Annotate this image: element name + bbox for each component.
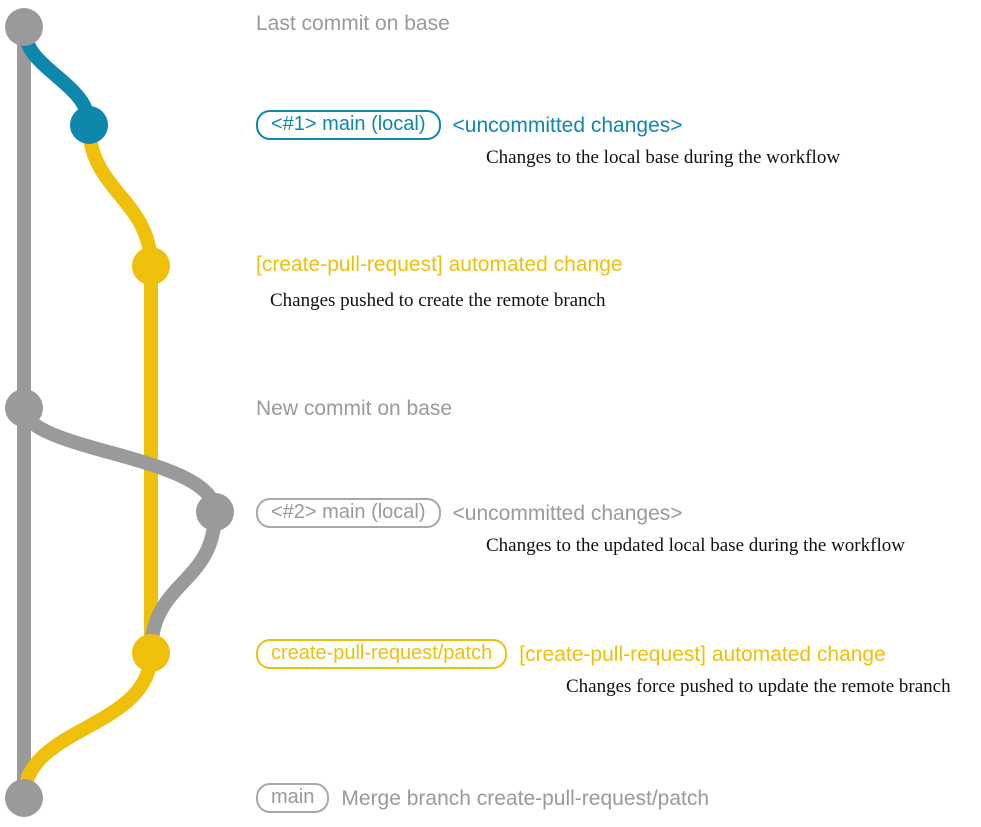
row-remote-commit-1: [create-pull-request] automated change (256, 254, 623, 275)
remote-commit-1-node[interactable] (132, 247, 170, 285)
branch-pill-main-local-2[interactable]: <#2> main (local) (256, 498, 441, 528)
row-remote-commit-2: create-pull-request/patch [create-pull-r… (256, 639, 886, 669)
branch-pill-main[interactable]: main (256, 783, 330, 813)
row-subtext-local-commit-2: Changes to the updated local base during… (486, 535, 905, 556)
row-new-commit-on-base: New commit on base (256, 398, 452, 419)
row-subtext-remote-commit-2: Changes force pushed to update the remot… (566, 676, 951, 697)
row-headline: <uncommitted changes> (452, 113, 683, 137)
row-headline: [create-pull-request] automated change (256, 253, 623, 276)
branch-pill-create-pull-request-patch[interactable]: create-pull-request/patch (256, 639, 508, 669)
new-commit-on-base-node[interactable] (5, 389, 43, 427)
local-commit-2-node[interactable] (196, 493, 234, 531)
row-local-commit-1: <#1> main (local) <uncommitted changes> (256, 110, 683, 140)
row-last-commit-on-base: Last commit on base (256, 13, 450, 34)
row-headline: Last commit on base (256, 12, 450, 35)
row-headline: [create-pull-request] automated change (519, 642, 886, 666)
row-subtext-remote-commit-1: Changes pushed to create the remote bran… (270, 290, 606, 311)
remote-commit-2-node[interactable] (132, 634, 170, 672)
branch-pill-main-local-1[interactable]: <#1> main (local) (256, 110, 441, 140)
edge-remote2-to-merge (17, 646, 158, 805)
row-local-commit-2: <#2> main (local) <uncommitted changes> (256, 498, 683, 528)
row-subtext-local-commit-1: Changes to the local base during the wor… (486, 147, 841, 168)
edge-local2-to-remote2 (144, 505, 222, 660)
merge-commit-node[interactable] (5, 779, 43, 817)
row-merge-commit: main Merge branch create-pull-request/pa… (256, 783, 709, 813)
last-commit-on-base-node[interactable] (5, 8, 43, 46)
row-headline: New commit on base (256, 397, 453, 420)
row-headline: Merge branch create-pull-request/patch (341, 786, 710, 810)
edge-local1-to-remote1 (82, 118, 158, 273)
row-headline: <uncommitted changes> (452, 501, 683, 525)
local-commit-1-node[interactable] (70, 106, 108, 144)
